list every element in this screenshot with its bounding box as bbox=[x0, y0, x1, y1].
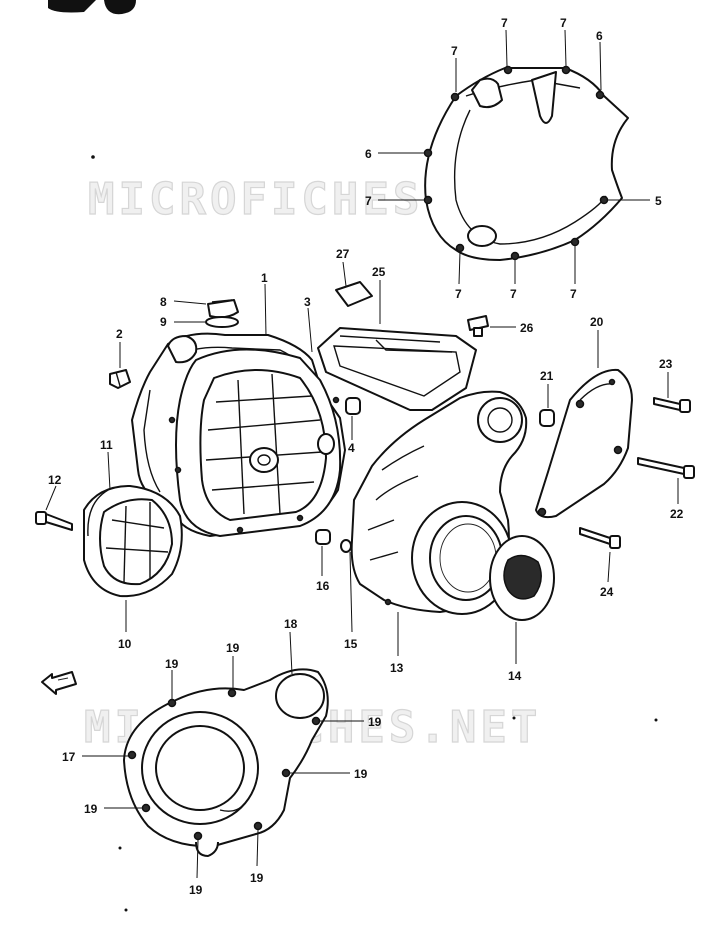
callout-11: 11 bbox=[100, 438, 113, 452]
callout-14: 14 bbox=[508, 669, 522, 683]
bolt-24-part bbox=[579, 527, 621, 549]
callout-13: 13 bbox=[390, 661, 404, 675]
callout-7: 7 bbox=[510, 287, 517, 301]
callout-21: 21 bbox=[540, 369, 554, 383]
callout-19: 19 bbox=[226, 641, 240, 655]
front-arrow-icon bbox=[41, 671, 77, 695]
dowel-4-part bbox=[345, 397, 361, 415]
callout-3: 3 bbox=[304, 295, 311, 309]
callout-27: 27 bbox=[336, 247, 350, 261]
callout-19: 19 bbox=[189, 883, 203, 897]
callout-12: 12 bbox=[48, 473, 62, 487]
callout-19: 19 bbox=[354, 767, 368, 781]
callout-24: 24 bbox=[600, 585, 614, 599]
callout-19: 19 bbox=[84, 802, 98, 816]
round-cover-part bbox=[83, 485, 183, 598]
callout-25: 25 bbox=[372, 265, 386, 279]
callout-7: 7 bbox=[501, 16, 508, 30]
callout-16: 16 bbox=[316, 579, 330, 593]
callout-26: 26 bbox=[520, 321, 534, 335]
screw-26-part bbox=[467, 315, 489, 337]
bolt-12-part bbox=[35, 511, 73, 531]
callout-19: 19 bbox=[165, 657, 179, 671]
callout-8: 8 bbox=[160, 295, 167, 309]
callout-7: 7 bbox=[455, 287, 462, 301]
callout-6: 6 bbox=[596, 29, 603, 43]
callout-9: 9 bbox=[160, 315, 167, 329]
callout-6: 6 bbox=[365, 147, 372, 161]
seal-15-part bbox=[340, 539, 352, 553]
callout-23: 23 bbox=[659, 357, 673, 371]
stray-dots bbox=[91, 155, 658, 912]
callout-7: 7 bbox=[560, 16, 567, 30]
callout-4: 4 bbox=[348, 441, 355, 455]
callout-22: 22 bbox=[670, 507, 684, 521]
filler-plug-part bbox=[205, 299, 239, 328]
cap-14-part bbox=[489, 535, 555, 621]
callout-17: 17 bbox=[62, 750, 76, 764]
corner-logo-fragment bbox=[48, 0, 136, 15]
generator-cover-part bbox=[350, 390, 528, 615]
leader-lines bbox=[45, 29, 679, 879]
plate-cover-part bbox=[317, 281, 477, 411]
callout-19: 19 bbox=[250, 871, 264, 885]
callout-1: 1 bbox=[261, 271, 268, 285]
callout-20: 20 bbox=[590, 315, 604, 329]
bottom-cover-part bbox=[123, 668, 329, 857]
callout-5: 5 bbox=[655, 194, 662, 208]
callout-19: 19 bbox=[368, 715, 382, 729]
bolt-23-part bbox=[653, 397, 691, 413]
callout-labels: 7 7 7 6 6 7 5 7 7 7 1 3 8 9 2 11 12 10 4… bbox=[48, 16, 684, 897]
cap-nut-part bbox=[109, 369, 131, 389]
spacer-21-part bbox=[539, 409, 555, 427]
callout-18: 18 bbox=[284, 617, 298, 631]
callout-7: 7 bbox=[451, 44, 458, 58]
crankcase-cover-part bbox=[131, 332, 346, 537]
side-cover-part bbox=[535, 368, 633, 519]
bolt-22-part bbox=[637, 457, 695, 479]
dowel-16-part bbox=[315, 529, 331, 545]
top-cover-part bbox=[423, 65, 629, 261]
callout-7: 7 bbox=[365, 194, 372, 208]
callout-2: 2 bbox=[116, 327, 123, 341]
callout-10: 10 bbox=[118, 637, 132, 651]
callout-7: 7 bbox=[570, 287, 577, 301]
callout-15: 15 bbox=[344, 637, 358, 651]
